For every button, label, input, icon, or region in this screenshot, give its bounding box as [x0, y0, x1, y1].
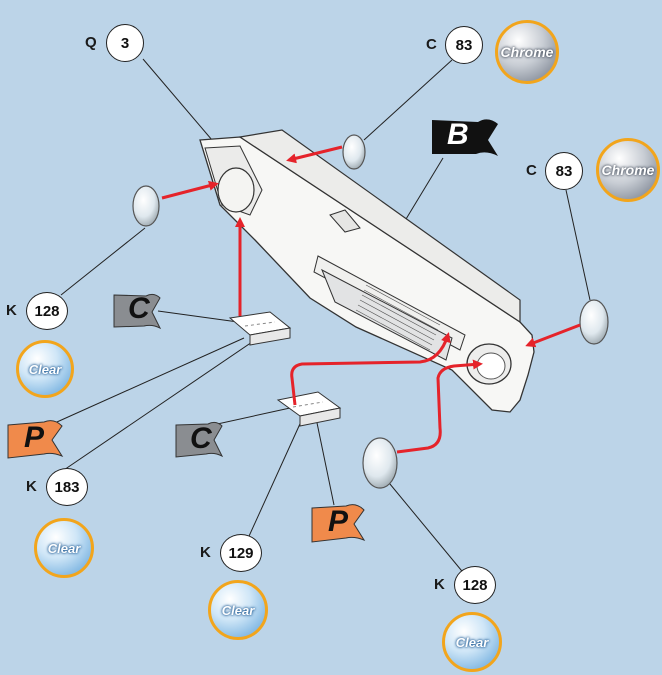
callout-k183-number: 183 [46, 468, 88, 506]
callout-q3-prefix: Q [85, 34, 97, 51]
flag-p-left [7, 420, 64, 459]
callout-c83-right-prefix: C [526, 162, 537, 179]
clear-badge-k183: Clear [34, 518, 94, 578]
callout-c83-right-number: 83 [545, 152, 583, 190]
callout-k128-left-prefix: K [6, 302, 17, 319]
grille-part [199, 129, 535, 413]
clear-badge-k128-left: Clear [16, 340, 74, 398]
assembly-arrows [161, 145, 581, 454]
flag-c-left-letter: C [128, 292, 150, 325]
callout-k128-bottom-prefix: K [434, 576, 445, 593]
callout-k129-number: 129 [220, 534, 262, 572]
flag-p-middle-letter: P [328, 505, 349, 538]
chrome-ring-right [579, 299, 609, 345]
callout-k128-left-number: 128 [26, 292, 68, 330]
flag-c-middle [175, 421, 224, 458]
clear-badge-k129: Clear [208, 580, 268, 640]
callout-c83-top-number: 83 [445, 26, 483, 64]
callout-k128-bottom-number: 128 [454, 566, 496, 604]
lens-left [132, 185, 160, 227]
flag-b-letter: B [447, 118, 469, 151]
clear-tab-left [228, 311, 292, 346]
callout-q3-number: 3 [106, 24, 144, 62]
callout-k183-prefix: K [26, 478, 37, 495]
lens-bottom [362, 437, 398, 489]
chrome-badge-right: Chrome [596, 138, 660, 202]
callout-c83-top-prefix: C [426, 36, 437, 53]
clear-badge-k128-bottom: Clear [442, 612, 502, 672]
chrome-ring-top [342, 134, 366, 170]
flag-p-middle [311, 504, 366, 543]
flag-c-left [113, 293, 162, 330]
flag-c-middle-letter: C [190, 422, 212, 455]
chrome-badge-top: Chrome [495, 20, 559, 84]
flag-p-left-letter: P [24, 421, 45, 454]
flag-b [432, 119, 498, 156]
callout-k129-prefix: K [200, 544, 211, 561]
leader-lines [47, 58, 591, 577]
